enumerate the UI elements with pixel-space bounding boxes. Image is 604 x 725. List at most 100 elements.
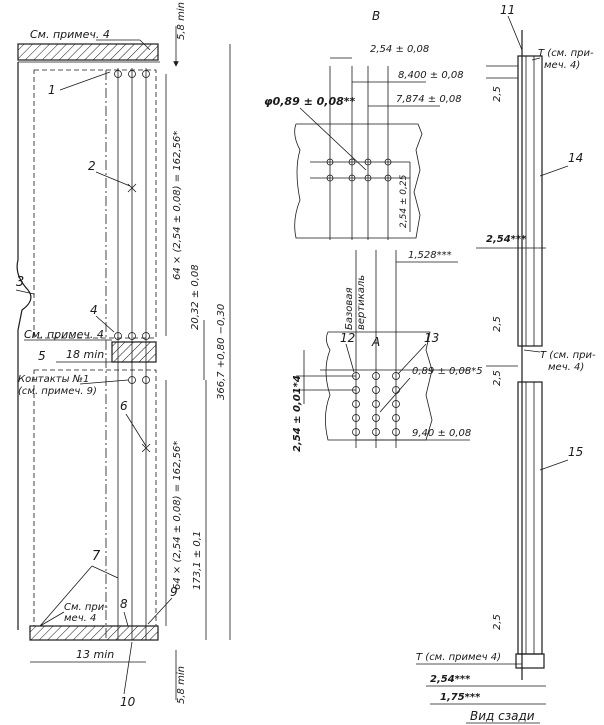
dim-254c-text: 2,54 ± 0,01*4 <box>292 375 303 452</box>
middle-detail-view: В 2,54 ± 0,08 8, <box>264 9 483 452</box>
callout-10-leader <box>123 641 133 695</box>
rear-view-label: Вид сзади <box>470 709 535 723</box>
dim-254r2: 2,54*** <box>430 674 471 685</box>
t-note-2-line1: Т (см. при- <box>540 350 596 361</box>
top-hatch <box>17 43 159 61</box>
base-vertical-line2: вертикаль <box>356 275 367 330</box>
pin-hole <box>142 70 150 78</box>
dim-7874-text: 7,874 ± 0,08 <box>396 94 462 105</box>
t-note-2-leader <box>523 349 541 353</box>
dim-254r: 2,54*** <box>486 234 527 245</box>
callout-4-leader <box>95 315 115 333</box>
dim-3667-text: 366,7 +0,80 −0,30 <box>216 304 227 400</box>
callout-5: 5 <box>38 349 46 363</box>
callout-7-leader-2 <box>39 565 93 627</box>
dim-pitch-bot-text: 64 × (2,54 ± 0,08) = 162,56* <box>172 441 183 590</box>
callout-15: 15 <box>568 445 583 459</box>
callout-13: 13 <box>424 331 439 345</box>
callout-14-leader <box>539 165 569 177</box>
dim-18min-text: 18 min <box>66 348 104 361</box>
bottom-hatch <box>29 625 159 641</box>
dim-089-leader <box>299 107 367 171</box>
rear-view: 11 Т (см. при- меч. 4) Т (см. при- меч. … <box>416 3 596 724</box>
pin-hole <box>128 70 136 78</box>
callout-6: 6 <box>120 399 128 413</box>
contacts-note-line2: (см. примеч. 9) <box>18 386 97 397</box>
cross-mark <box>141 443 151 453</box>
dim-58-bot-text: 5,8 min <box>176 666 187 704</box>
dim-089-text: φ0,89 ± 0,08** <box>264 95 356 108</box>
rear-strip-upper <box>517 55 543 347</box>
t-note-2-line2: меч. 4) <box>548 362 584 373</box>
view-b-label: В <box>372 9 380 23</box>
callout-8: 8 <box>120 597 128 611</box>
dim-089b-text: 0,89 ± 0,08*5 <box>412 366 483 377</box>
view-a-label: А <box>371 335 380 349</box>
callout-3: 3 <box>16 275 24 290</box>
dim-8400-text: 8,400 ± 0,08 <box>398 70 464 81</box>
dim-1731-text: 173,1 ± 0,1 <box>192 531 203 590</box>
note-4-bot-leader <box>39 611 65 627</box>
pin-hole <box>142 332 150 340</box>
t-note-1-line1: Т (см. при- <box>538 48 594 59</box>
pin-grid-upper <box>310 66 410 240</box>
callout-2: 2 <box>88 159 96 173</box>
detail-board-upper <box>294 123 423 239</box>
callout-15-leader <box>539 459 569 471</box>
dim-pitch-top-text: 64 × (2,54 ± 0,08) = 162,56* <box>172 131 183 280</box>
dim-25-3: 2,5 <box>492 370 503 386</box>
callout-2-leader <box>95 171 131 187</box>
callout-3-leader <box>15 289 35 295</box>
pin-hole <box>142 376 150 384</box>
pin-hole <box>128 376 136 384</box>
callout-1: 1 <box>48 83 56 97</box>
callout-9-leader <box>147 597 173 625</box>
pin-hole <box>128 332 136 340</box>
contacts-leader <box>79 379 129 385</box>
rear-bottom-block <box>515 653 545 669</box>
dim-25-1: 2,5 <box>492 86 503 102</box>
t-note-1-leader <box>531 57 541 61</box>
dim-13min-text: 13 min <box>76 648 114 661</box>
callout-9: 9 <box>170 585 178 599</box>
board-outline <box>16 62 32 630</box>
contacts-note-line1: Контакты №1 <box>18 374 89 385</box>
callout-4: 4 <box>90 303 98 317</box>
callout-8-leader <box>123 611 129 627</box>
callout-12: 12 <box>340 331 355 345</box>
note-4-top: См. примеч. 4 <box>30 28 110 41</box>
note-4-mid: См. примеч. 4 <box>24 328 104 341</box>
callout-11-leader <box>507 15 523 51</box>
callout-7: 7 <box>92 549 101 564</box>
t-note-1-line2: меч. 4) <box>544 60 580 71</box>
dim-25-4: 2,5 <box>492 614 503 630</box>
dim-254b-text: 2,54 ± 0,25 <box>399 174 409 228</box>
dim-1528-text: 1,528*** <box>408 250 452 261</box>
base-vertical-line1: Базовая <box>344 288 355 330</box>
left-view: См. примеч. 4 См. примеч. 4 Контакты №1 … <box>15 2 231 709</box>
callout-13-leader <box>397 343 427 375</box>
pin-hole <box>114 332 122 340</box>
dim-940-text: 9,40 ± 0,08 <box>412 428 471 439</box>
dim-175: 1,75*** <box>440 692 481 703</box>
pin-hole <box>114 70 122 78</box>
lower-strip-outline <box>33 369 157 627</box>
dim-089b-leader <box>379 377 411 413</box>
t-note-3: Т (см. примеч 4) <box>416 652 501 663</box>
dim-58-top-text: 5,8 min <box>176 2 187 40</box>
callout-7-leader <box>91 565 119 579</box>
callout-6-leader <box>125 413 147 447</box>
callout-10: 10 <box>120 695 136 709</box>
callout-14: 14 <box>568 151 583 165</box>
upper-strip-outline <box>33 69 157 339</box>
pin-grid-lower <box>352 250 400 448</box>
dim-254-text: 2,54 ± 0,08 <box>370 44 429 55</box>
note-4-bot-line1: См. при- <box>64 602 108 613</box>
note-4-bot-line2: меч. 4 <box>64 613 96 624</box>
callout-11: 11 <box>500 3 515 17</box>
dim-25-2: 2,5 <box>492 316 503 332</box>
callout-1-leader <box>59 71 111 91</box>
dim-2032-text: 20,32 ± 0,08 <box>190 264 201 330</box>
callout-12-leader <box>345 343 355 373</box>
